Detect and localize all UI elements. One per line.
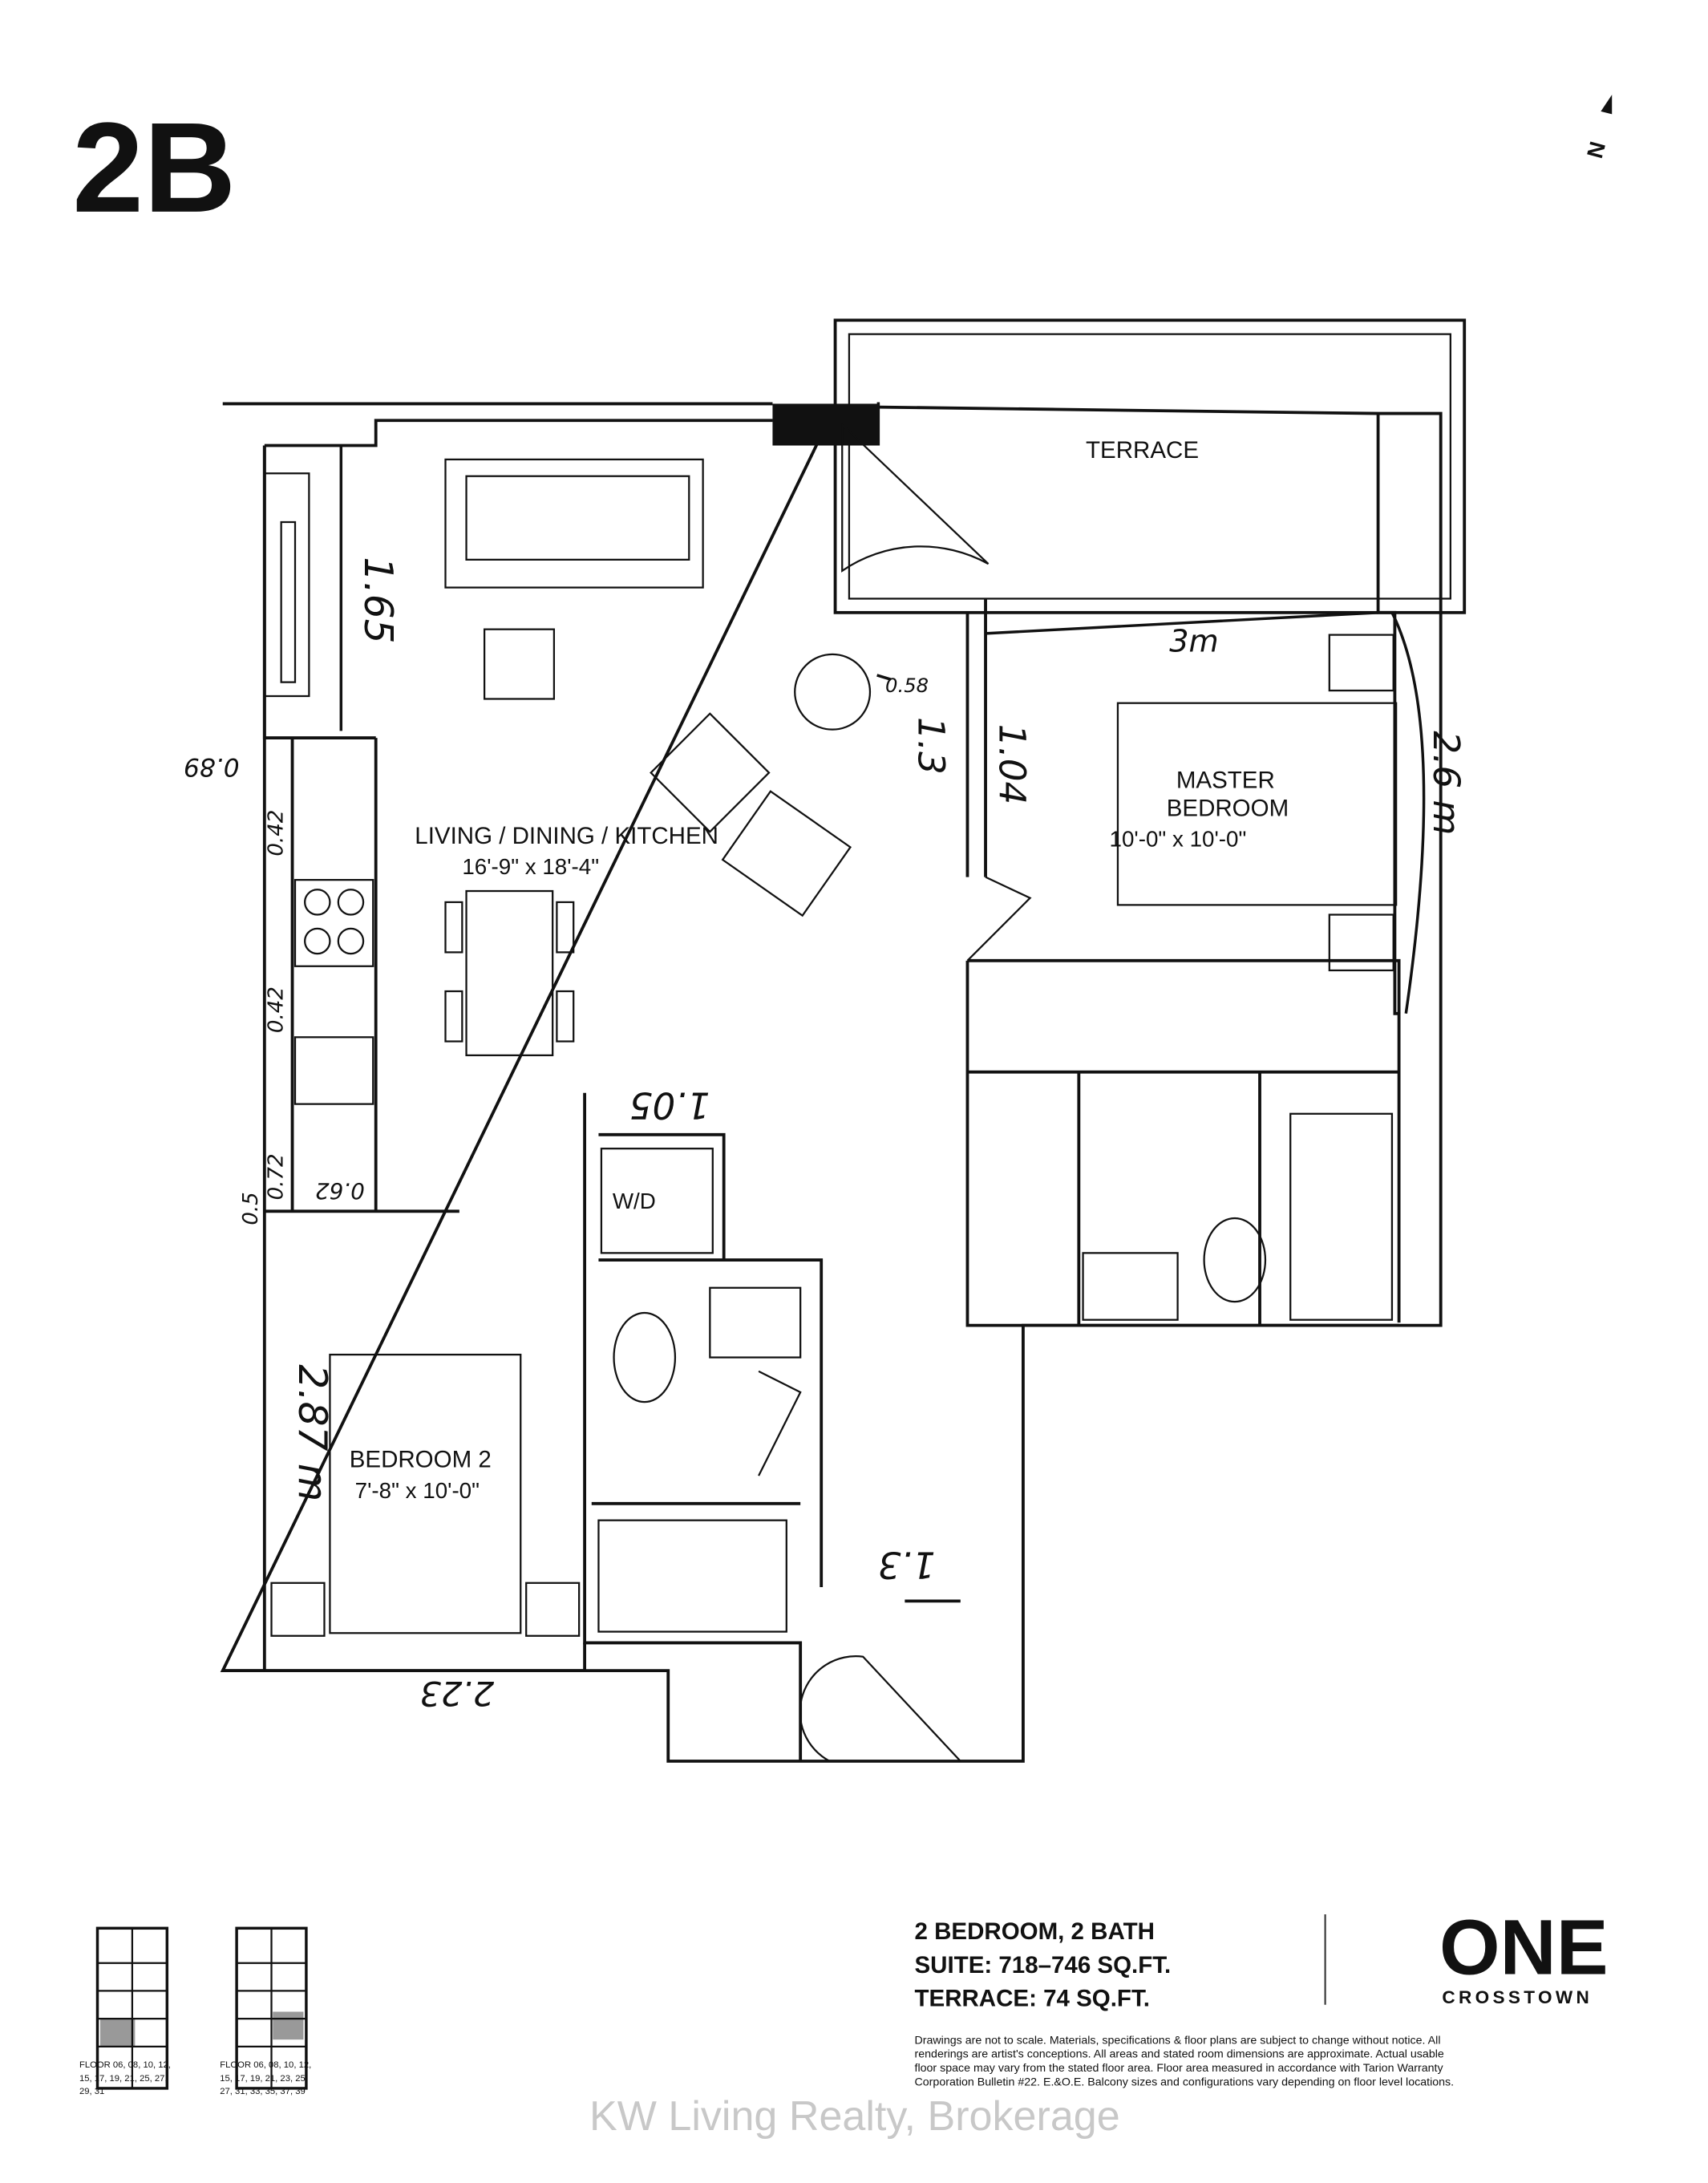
svg-text:Drawings are not to scale. Mat: Drawings are not to scale. Materials, sp… xyxy=(915,2034,1441,2047)
key-plan-1: FLOOR 06, 08, 10, 12, 15, 17, 19, 21, 25… xyxy=(79,1926,171,2096)
svg-text:0.42: 0.42 xyxy=(264,986,288,1033)
bath-sink-1 xyxy=(709,1286,802,1359)
kitchen-sink xyxy=(293,1036,374,1105)
toilet-2 xyxy=(1203,1217,1267,1303)
svg-text:3m: 3m xyxy=(1169,624,1219,659)
svg-text:0.72: 0.72 xyxy=(264,1153,288,1200)
bedroom2-bed xyxy=(329,1353,522,1634)
svg-text:29, 31: 29, 31 xyxy=(79,2087,104,2096)
floor-plan: TERRACE xyxy=(220,318,1467,1763)
laundry-label: W/D xyxy=(613,1189,656,1213)
svg-text:27, 31, 33, 35, 37, 39: 27, 31, 33, 35, 37, 39 xyxy=(220,2087,306,2096)
svg-text:N: N xyxy=(1582,139,1610,160)
north-arrow-icon: N xyxy=(1582,95,1613,161)
svg-text:15, 17, 19, 21, 23, 25,: 15, 17, 19, 21, 23, 25, xyxy=(220,2074,308,2084)
svg-text:renderings are artist's concep: renderings are artist's conceptions. All… xyxy=(915,2048,1444,2061)
washer-dryer xyxy=(600,1148,714,1254)
svg-text:0.42: 0.42 xyxy=(264,810,288,857)
svg-text:TERRACE: 74 SQ.FT.: TERRACE: 74 SQ.FT. xyxy=(915,1986,1150,2012)
master-label-2: BEDROOM xyxy=(1167,795,1289,821)
svg-text:15, 17, 19, 21, 25, 27,: 15, 17, 19, 21, 25, 27, xyxy=(79,2074,168,2084)
living-label: LIVING / DINING / KITCHEN xyxy=(415,823,718,849)
toilet-1 xyxy=(613,1311,677,1403)
svg-text:1.3: 1.3 xyxy=(878,1544,936,1586)
svg-text:2.6 m: 2.6 m xyxy=(1425,731,1467,835)
bedroom2-label: BEDROOM 2 xyxy=(350,1447,492,1473)
disclaimer: Drawings are not to scale. Materials, sp… xyxy=(915,2034,1455,2088)
svg-text:0.5: 0.5 xyxy=(239,1192,263,1225)
terrace-label: TERRACE xyxy=(1086,437,1199,464)
bedroom2-size: 7'-8" x 10'-0" xyxy=(355,1478,480,1503)
side-table xyxy=(794,653,872,731)
svg-text:1.05: 1.05 xyxy=(629,1084,710,1127)
chair xyxy=(650,712,771,833)
unit-label: 2B xyxy=(72,95,236,239)
svg-text:0.89: 0.89 xyxy=(184,752,240,781)
terrace-outline xyxy=(833,318,1467,614)
svg-text:2.23: 2.23 xyxy=(419,1674,494,1713)
suite-summary: 2 BEDROOM, 2 BATH SUITE: 718–746 SQ.FT. … xyxy=(915,1918,1172,2011)
svg-text:1.3: 1.3 xyxy=(910,717,953,775)
svg-text:2.87 m: 2.87 m xyxy=(289,1364,334,1501)
shower-2 xyxy=(1289,1112,1394,1321)
dining-table xyxy=(465,889,554,1056)
svg-text:FLOOR 06, 08, 10, 12,: FLOOR 06, 08, 10, 12, xyxy=(79,2060,171,2070)
bath-sink-2 xyxy=(1082,1252,1179,1321)
svg-text:2 BEDROOM, 2 BATH: 2 BEDROOM, 2 BATH xyxy=(915,1918,1155,1945)
cooktop xyxy=(293,879,374,967)
svg-text:CROSSTOWN: CROSSTOWN xyxy=(1442,1987,1593,2007)
outer-wall xyxy=(220,402,1443,1763)
key-plans: FLOOR 06, 08, 10, 12, 15, 17, 19, 21, 25… xyxy=(79,1926,311,2096)
svg-text:1.65: 1.65 xyxy=(355,557,400,643)
svg-text:SUITE: 718–746 SQ.FT.: SUITE: 718–746 SQ.FT. xyxy=(915,1952,1172,1978)
svg-text:1.04: 1.04 xyxy=(990,724,1033,804)
svg-text:0.58: 0.58 xyxy=(885,674,929,697)
svg-text:floor space may vary from the: floor space may vary from the stated flo… xyxy=(915,2062,1444,2075)
key-plan-2: FLOOR 06, 08, 10, 12, 15, 17, 19, 21, 23… xyxy=(220,1926,311,2096)
shower-1 xyxy=(597,1519,787,1633)
watermark: KW Living Realty, Brokerage xyxy=(589,2093,1120,2140)
svg-text:Corporation Bulletin #22. E.&O: Corporation Bulletin #22. E.&O.E. Balcon… xyxy=(915,2076,1455,2088)
master-label-1: MASTER xyxy=(1176,767,1275,794)
svg-text:0.62: 0.62 xyxy=(315,1178,365,1205)
living-size: 16'-9" x 18'-4" xyxy=(462,854,599,879)
armchair xyxy=(721,790,852,917)
one-crosstown-logo: ONE CROSSTOWN xyxy=(1439,1904,1609,2007)
svg-text:FLOOR 06, 08, 10, 12,: FLOOR 06, 08, 10, 12, xyxy=(220,2060,311,2070)
handwritten-dimensions: 1.65 0.89 0.42 0.42 0.72 0.62 0.5 2.87 m… xyxy=(184,445,1467,1713)
svg-text:ONE: ONE xyxy=(1439,1904,1609,1991)
sofa xyxy=(444,458,704,589)
master-size: 10'-0" x 10'-0" xyxy=(1110,826,1247,851)
ottoman xyxy=(483,628,556,700)
master-bed xyxy=(1116,702,1398,906)
